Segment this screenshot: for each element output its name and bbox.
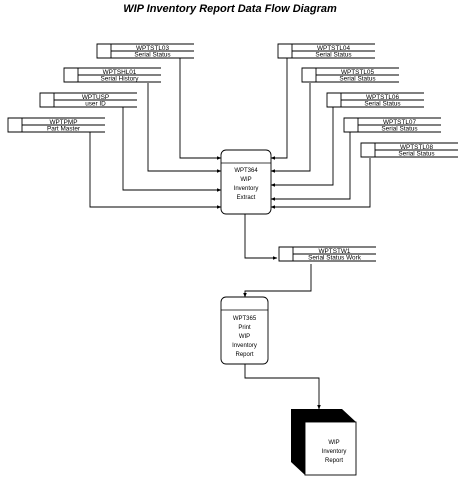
process-id-label: WPT365	[233, 316, 257, 322]
store-id-label: WPTPMP	[49, 119, 77, 126]
store-outline	[278, 246, 376, 262]
report-line: WIP	[328, 440, 339, 446]
store-outline	[277, 43, 375, 59]
store-outline	[326, 92, 424, 108]
store-id-label: WPTSTL06	[366, 94, 399, 101]
process-line: WIP	[239, 334, 250, 340]
flow-wptstw1-to-wpt365	[243, 264, 312, 298]
process-id-label: WPT364	[234, 168, 258, 174]
process-line: Inventory	[232, 343, 257, 349]
report-line: Inventory	[322, 449, 347, 455]
store-description-label: Serial Status	[134, 52, 170, 59]
store-id-label: WPTSTL03	[136, 45, 169, 52]
store-id-label: WPTSHL01	[103, 69, 137, 76]
store-description-label: Serial Status	[381, 126, 417, 133]
report-line: Report	[325, 458, 343, 464]
flow-wptstl06-to-wpt364	[270, 107, 334, 187]
process-line: WIP	[240, 177, 251, 183]
store-description-label: user ID	[85, 101, 106, 108]
store-id-label: WPTSTL07	[383, 119, 416, 126]
store-description-label: Serial Status	[364, 101, 400, 108]
flow-wptstl08-to-wpt364	[270, 158, 371, 209]
report-face	[304, 421, 357, 476]
diagram-title: WIP Inventory Report Data Flow Diagram	[123, 3, 337, 15]
store-id-label: WPTSTL08	[400, 144, 433, 151]
flow-wptpmp-to-wpt364	[89, 132, 222, 209]
store-description-label: Part Master	[47, 126, 81, 133]
store-description-label: Serial Status	[339, 76, 375, 83]
flow-wptusp-to-wpt364	[122, 107, 222, 192]
store-id-label: WPTSTW1	[319, 248, 351, 255]
store-outline	[301, 67, 399, 83]
flow-wptstl03-to-wpt364	[179, 58, 222, 160]
store-outline	[360, 142, 458, 158]
process-line: Print	[238, 325, 251, 331]
flow-wptstl07-to-wpt364	[270, 132, 351, 201]
store-description-label: Serial History	[101, 76, 140, 83]
process-line: Inventory	[234, 186, 259, 192]
store-outline	[7, 117, 105, 133]
process-line: Extract	[237, 195, 256, 201]
store-description-label: Serial Status	[315, 52, 351, 59]
flow-wpt365-to-report	[244, 364, 321, 410]
store-id-label: WPTSTL05	[341, 69, 374, 76]
flow-wptstl04-to-wpt364	[270, 58, 288, 160]
flow-wpt364-to-wptstw1	[244, 214, 278, 260]
flow-wptstl05-to-wpt364	[270, 83, 311, 173]
process-line: Report	[235, 352, 253, 358]
store-id-label: WPTUSP	[82, 94, 109, 101]
output-report: WIP Inventory Report	[291, 409, 357, 476]
process-wpt364: WPT364 WIP Inventory Extract	[220, 149, 272, 215]
process-box	[220, 296, 269, 365]
flow-wptshl01-to-wpt364	[147, 83, 222, 173]
process-box	[220, 149, 272, 215]
flow-connectors	[89, 58, 371, 410]
store-description-label: Serial Status Work	[308, 255, 362, 262]
store-description-label: Serial Status	[398, 151, 434, 158]
store-outline	[96, 43, 194, 59]
store-id-label: WPTSTL04	[317, 45, 350, 52]
store-outline	[39, 92, 137, 108]
process-wpt365: WPT365 Print WIP Inventory Report	[220, 296, 269, 365]
store-outline	[343, 117, 441, 133]
store-outline	[63, 67, 161, 83]
